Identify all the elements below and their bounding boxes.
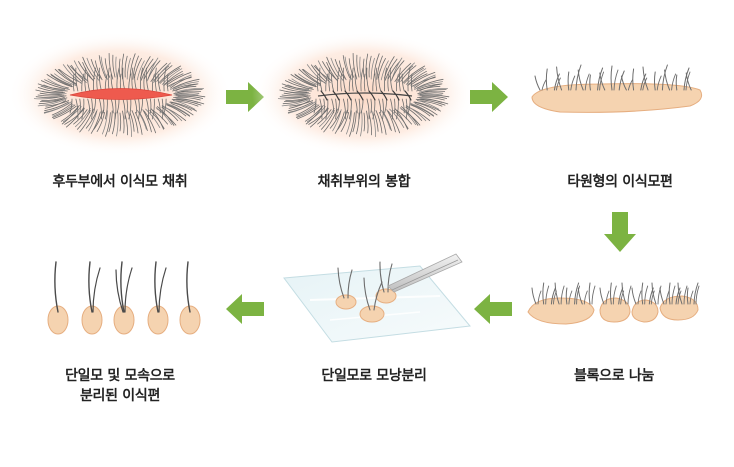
- strip-hair-strands: [534, 64, 692, 91]
- step-dissect-illustration: [283, 253, 471, 343]
- step-caption-grafts-line1: 단일모 및 모속으로: [65, 368, 175, 384]
- follicle-graft: [47, 305, 69, 335]
- step-caption-blocks: 블록으로 나눔: [573, 368, 655, 384]
- tissue-strip: [531, 83, 703, 113]
- step-suture-illustration: [252, 32, 476, 156]
- step-blocks-illustration: [527, 282, 700, 325]
- follicle-unit: [375, 288, 397, 304]
- step-caption-grafts-line2: 분리된 이식편: [79, 388, 161, 404]
- step-caption-dissect: 단일모로 모낭분리: [321, 368, 427, 384]
- tissue-block: [599, 297, 631, 323]
- step-caption-grafts: 단일모 및 모속으로 분리된 이식편: [20, 366, 220, 406]
- step-harvest-illustration: [8, 32, 232, 156]
- suture-line: [317, 92, 413, 97]
- arrow-left-icon: [474, 294, 512, 324]
- tissue-block: [527, 297, 595, 325]
- follicle-unit: [335, 294, 357, 310]
- step-grafts-illustration: [47, 261, 201, 335]
- block-hair-strands: [531, 282, 700, 305]
- incision-wound: [69, 88, 173, 100]
- step-caption-suture: 채취부위의 봉합: [317, 174, 411, 190]
- glass-slide: [283, 265, 471, 343]
- step-ellipse-strip-illustration: [531, 64, 703, 113]
- arrow-left-icon: [226, 294, 264, 324]
- follicle-graft: [113, 305, 135, 335]
- follicle-hair-strands: [337, 261, 393, 311]
- step-caption-ellipse: 타원형의 이식모편: [567, 174, 673, 190]
- scalp-hair-strands: [277, 53, 450, 137]
- scalp-hair-strands: [33, 53, 206, 137]
- follicle-graft: [81, 305, 103, 335]
- follicle-graft: [179, 305, 201, 335]
- tissue-block: [631, 299, 659, 323]
- arrow-right-icon: [470, 82, 508, 112]
- follicle-unit: [359, 305, 385, 323]
- arrow-down-icon: [604, 212, 636, 252]
- follicle-graft: [147, 305, 169, 335]
- suture-stitches: [320, 90, 412, 101]
- step-caption-harvest: 후두부에서 이식모 채취: [52, 174, 188, 190]
